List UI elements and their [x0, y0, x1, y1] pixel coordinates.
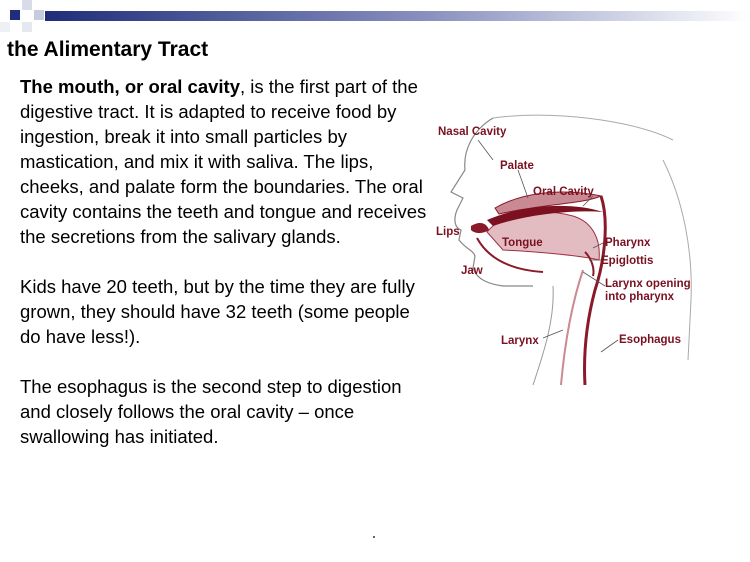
paragraph-teeth: Kids have 20 teeth, but by the time they… — [20, 276, 415, 347]
oral-cavity-diagram: Nasal Cavity Palate Oral Cavity Lips Ton… — [436, 114, 692, 386]
slide-body: The mouth, or oral cavity, is the first … — [20, 74, 432, 474]
label-larynx-opening-line1: Larynx opening — [605, 278, 691, 290]
label-esophagus: Esophagus — [619, 334, 681, 346]
leader-lines — [477, 139, 619, 353]
label-larynx: Larynx — [501, 335, 539, 347]
neck-outline — [532, 285, 554, 386]
lips-shape — [471, 223, 489, 233]
slide-title: the Alimentary Tract — [7, 38, 209, 61]
pharynx-shape — [583, 195, 607, 386]
label-pharynx: Pharynx — [605, 237, 651, 249]
back-outline — [662, 159, 692, 361]
header-decoration — [0, 0, 750, 32]
trachea-shape — [560, 269, 584, 386]
label-jaw: Jaw — [461, 265, 483, 277]
epiglottis-shape — [584, 251, 595, 277]
paragraph-oral-cavity: The mouth, or oral cavity, is the first … — [20, 74, 432, 249]
paragraph-esophagus: The esophagus is the second step to dige… — [20, 376, 402, 447]
label-larynx-opening-line2: into pharynx — [605, 291, 675, 303]
oral-cavity-shape — [487, 205, 603, 226]
skull-outline — [492, 114, 674, 141]
label-lips: Lips — [436, 226, 460, 238]
paragraph-oral-cavity-rest: , is the first part of the digestive tra… — [20, 76, 427, 247]
label-epiglottis: Epiglottis — [601, 255, 653, 267]
label-palate: Palate — [500, 160, 534, 172]
paragraph-oral-cavity-bold: The mouth, or oral cavity — [20, 76, 240, 97]
head-outline — [450, 117, 533, 287]
jaw-shape — [476, 237, 544, 273]
footer-dot — [373, 536, 375, 538]
label-nasal-cavity: Nasal Cavity — [438, 126, 507, 138]
label-tongue: Tongue — [502, 237, 543, 249]
label-oral-cavity: Oral Cavity — [533, 186, 594, 198]
